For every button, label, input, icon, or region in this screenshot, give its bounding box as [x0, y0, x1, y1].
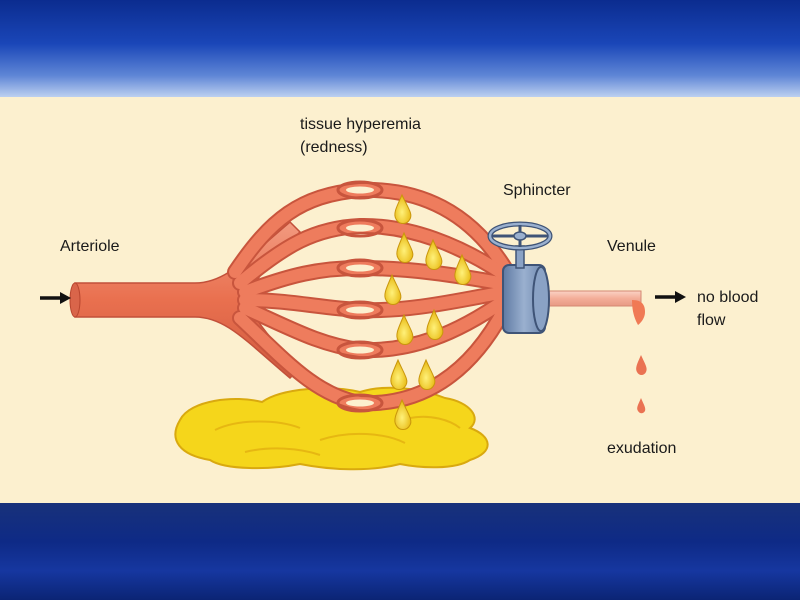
droplet — [396, 231, 414, 263]
arrow-right-icon — [655, 291, 686, 303]
droplet — [418, 358, 436, 390]
exudation-drops — [636, 355, 647, 414]
droplet — [454, 253, 472, 285]
droplet — [384, 273, 402, 305]
falling-drop — [637, 398, 646, 414]
flow-label: flow — [697, 312, 726, 329]
exudate-droplets — [384, 193, 472, 430]
exudate-puddle — [174, 386, 489, 471]
droplet — [394, 398, 412, 430]
arrow-right-icon — [40, 292, 71, 304]
arteriole-label: Arteriole — [60, 238, 120, 255]
droplet — [426, 308, 444, 340]
droplet — [394, 193, 412, 224]
capillary-network — [227, 180, 513, 413]
no-blood-flow-label: no blood — [697, 289, 759, 306]
top-background-band — [0, 0, 800, 97]
venule-pipe — [534, 290, 645, 325]
venule-label: Venule — [607, 238, 656, 255]
falling-drop — [636, 355, 647, 375]
exudation-label: exudation — [607, 440, 677, 457]
sphincter-valve — [487, 221, 553, 334]
bottom-background-band — [0, 503, 800, 600]
droplet — [396, 313, 414, 345]
tissue-hyperemia-label: tissue hyperemia — [300, 116, 421, 133]
droplet — [425, 238, 443, 270]
sphincter-label: Sphincter — [503, 182, 571, 199]
redness-label: (redness) — [300, 139, 368, 156]
droplet — [390, 358, 408, 390]
